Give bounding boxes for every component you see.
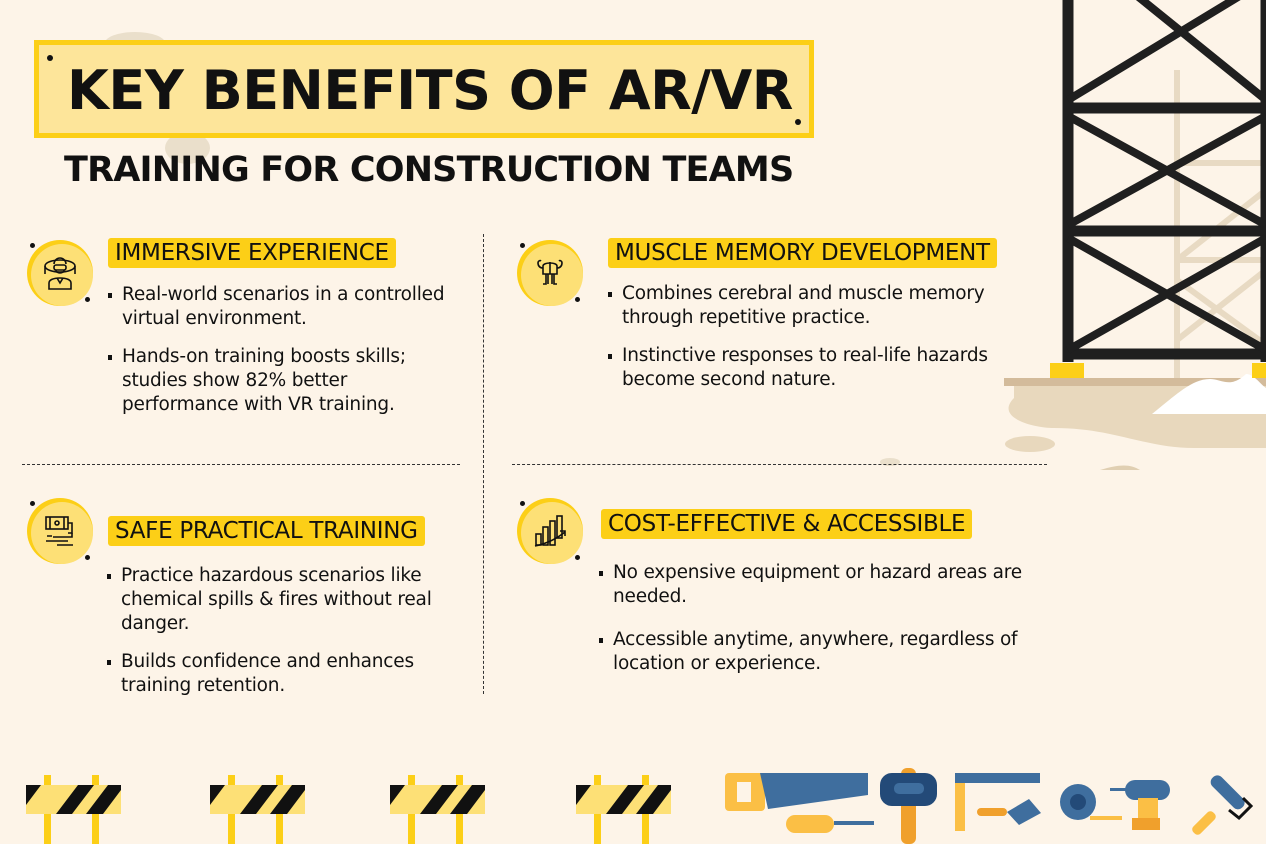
square-ruler-icon	[955, 773, 1040, 831]
road-barrier-icon	[576, 775, 671, 844]
bullet-item: Practice hazardous scenarios like chemic…	[107, 564, 467, 636]
bullet-item: Accessible anytime, anywhere, regardless…	[599, 628, 1044, 676]
saw-icon	[725, 773, 868, 811]
tools-illustration	[725, 768, 1254, 844]
bullet-item: Hands-on training boosts skills; studies…	[108, 345, 453, 417]
section-icon-badge	[517, 240, 583, 306]
section-heading: SAFE PRACTICAL TRAINING	[108, 516, 425, 546]
bullet-item: Instinctive responses to real-life hazar…	[608, 344, 1043, 392]
bullet-list: No expensive equipment or hazard areas a…	[599, 561, 1044, 690]
section-icon-badge	[517, 498, 583, 564]
section-icon-badge	[27, 240, 93, 306]
page-title: KEY BENEFITS OF AR/VR	[67, 59, 793, 122]
muscle-brain-icon	[537, 259, 563, 285]
cloud-decoration	[880, 458, 900, 466]
section-heading: MUSCLE MEMORY DEVELOPMENT	[608, 238, 997, 268]
sledgehammer-icon	[880, 768, 937, 844]
rivet-dot	[47, 55, 53, 61]
bullet-item: Combines cerebral and muscle memory thro…	[608, 282, 1043, 330]
page-subtitle: TRAINING FOR CONSTRUCTION TEAMS	[64, 150, 794, 190]
section-heading: IMMERSIVE EXPERIENCE	[108, 238, 396, 268]
paint-roller-icon	[1192, 775, 1254, 835]
section-heading: COST-EFFECTIVE & ACCESSIBLE	[601, 509, 973, 539]
bullet-item: Real-world scenarios in a controlled vir…	[108, 283, 453, 331]
growth-chart-icon	[534, 515, 566, 547]
vr-worker-icon	[44, 257, 76, 290]
tape-measure-icon	[1060, 784, 1122, 820]
drill-icon	[1110, 780, 1170, 830]
screwdriver-icon	[786, 815, 874, 833]
title-banner: KEY BENEFITS OF AR/VR	[34, 40, 814, 138]
road-barrier-icon	[26, 775, 121, 844]
bullet-list: Real-world scenarios in a controlled vir…	[108, 283, 453, 431]
bullet-list: Combines cerebral and muscle memory thro…	[608, 282, 1043, 406]
section-icon-badge	[27, 498, 93, 564]
road-barrier-icon	[390, 775, 485, 844]
rivet-dot	[795, 119, 801, 125]
vertical-divider	[483, 234, 484, 694]
trowel-icon	[977, 799, 1041, 825]
bullet-item: No expensive equipment or hazard areas a…	[599, 561, 1044, 609]
hazard-pipe-icon	[45, 516, 73, 546]
road-barrier-icon	[210, 775, 305, 844]
scaffold-illustration	[1004, 0, 1266, 470]
horizontal-divider	[22, 464, 460, 465]
bullet-list: Practice hazardous scenarios like chemic…	[107, 564, 467, 712]
horizontal-divider	[512, 464, 1047, 465]
bullet-item: Builds confidence and enhances training …	[107, 650, 467, 698]
